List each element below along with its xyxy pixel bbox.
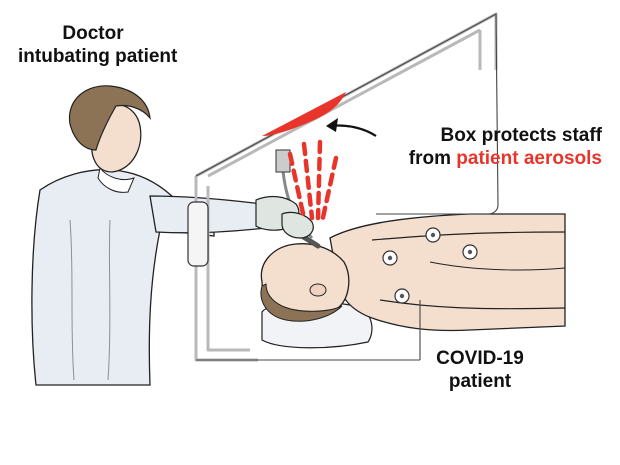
- doctor-hand-2: [281, 211, 314, 239]
- aerosol-stream: [287, 139, 339, 225]
- callout-arrowhead: [326, 118, 338, 132]
- doctor-collar: [97, 166, 135, 193]
- box-caption-line2: from patient aerosols: [376, 147, 602, 170]
- doctor-caption-line1: Doctor: [62, 23, 124, 44]
- box-caption-highlight: patient aerosols: [456, 148, 602, 169]
- aerosol-deposit-highlight: [262, 92, 346, 136]
- tube-connector: [275, 149, 291, 173]
- patient-hair: [260, 283, 343, 322]
- ecg-electrode: [382, 250, 398, 266]
- ecg-electrode: [425, 227, 441, 243]
- patient-caption-line2: patient: [448, 371, 512, 392]
- doctor-hair: [68, 85, 151, 151]
- patient-caption: COVID-19 patient: [420, 347, 540, 393]
- patient-chest-line: [429, 261, 566, 271]
- patient-caption-line1: COVID-19: [436, 348, 524, 369]
- box-caption: Box protects staff from patient aerosols: [376, 124, 602, 170]
- coat-fold: [107, 219, 111, 381]
- doctor-caption-line2: intubating patient: [18, 46, 178, 67]
- coat-fold: [69, 219, 75, 381]
- ecg-electrode: [462, 244, 478, 260]
- patient-body: [329, 213, 566, 332]
- patient-ear: [309, 283, 327, 297]
- callout-arrow: [329, 124, 377, 137]
- box-caption-prefix: from: [408, 148, 457, 169]
- doctor-caption: Doctor intubating patient: [18, 22, 178, 68]
- box-caption-line1: Box protects staff: [440, 125, 602, 146]
- armhole: [187, 201, 209, 267]
- patient-arm-lower: [379, 299, 566, 310]
- intubation-box-edge: [195, 13, 499, 361]
- ecg-electrode: [394, 288, 410, 304]
- patient-arm: [371, 231, 566, 241]
